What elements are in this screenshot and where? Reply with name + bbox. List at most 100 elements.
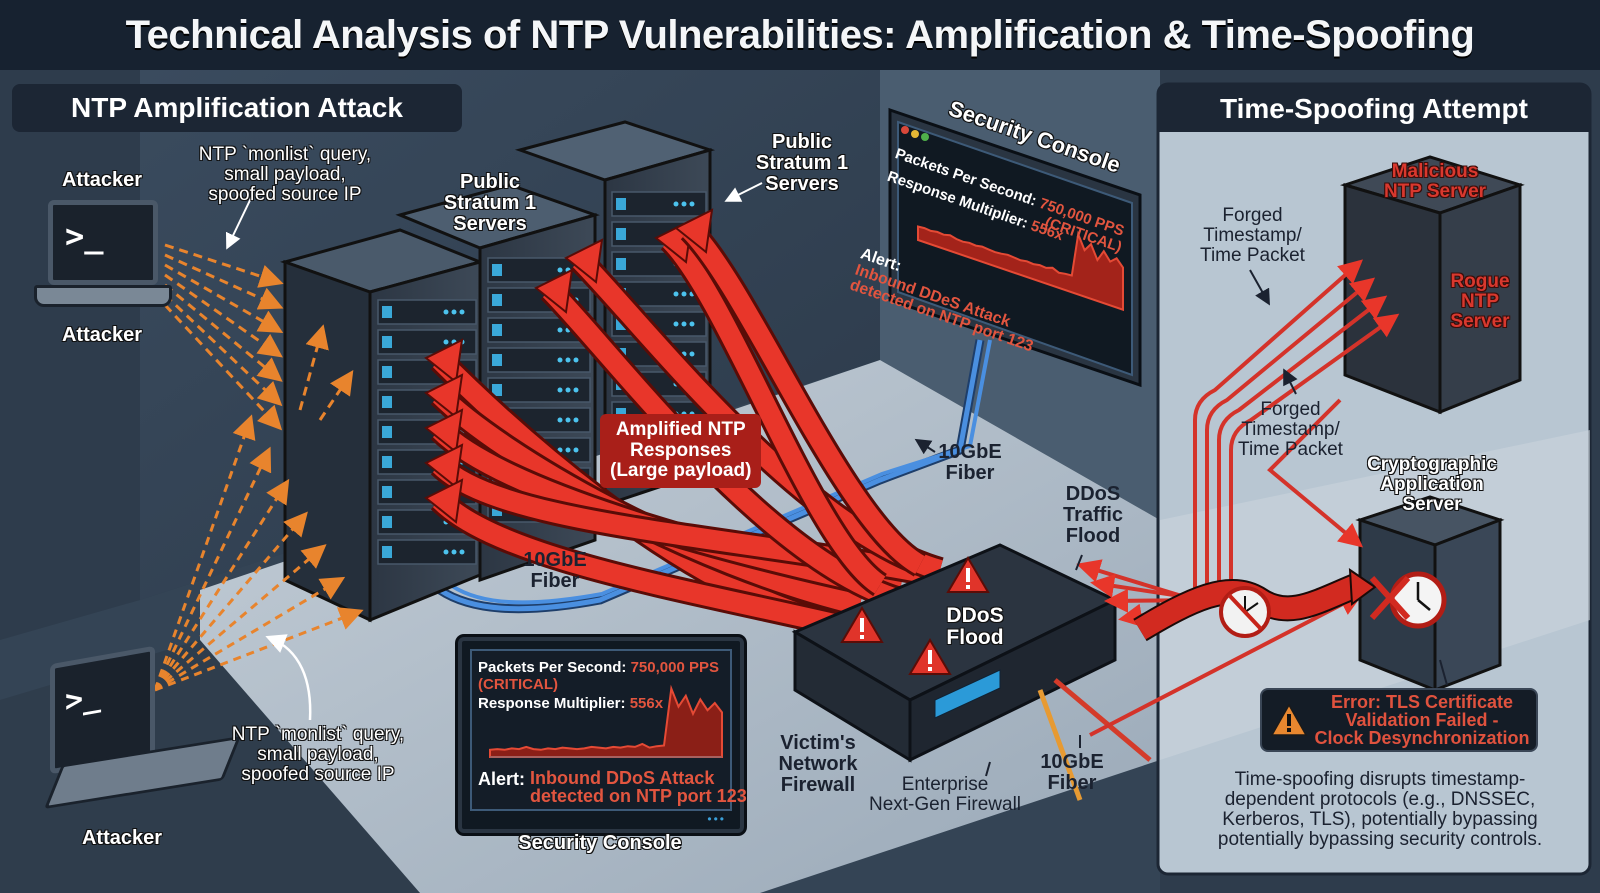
amplified-arrow bbox=[432, 492, 863, 640]
status-led bbox=[492, 264, 502, 276]
warning-glyph bbox=[966, 568, 970, 582]
status-led bbox=[673, 291, 679, 297]
title-bar: Technical Analysis of NTP Vulnerabilitie… bbox=[0, 0, 1600, 70]
warning-glyph bbox=[860, 635, 864, 639]
forged-line bbox=[1193, 259, 1363, 600]
security-console-wall-monitor bbox=[888, 107, 1142, 388]
firewall-lcd bbox=[934, 669, 1001, 719]
amplified-arrow bbox=[682, 222, 926, 574]
status-led bbox=[382, 546, 392, 558]
query-arrow bbox=[318, 370, 354, 421]
monlist-query-note-bottom: NTP `monlist` query, small payload, spoo… bbox=[231, 724, 405, 785]
alert-label-floor: Alert: bbox=[478, 769, 526, 789]
status-led bbox=[565, 357, 571, 363]
query-arrow bbox=[163, 303, 283, 431]
stratum-servers-label-1: Public Stratum 1 Servers bbox=[443, 171, 537, 235]
server-slot bbox=[487, 347, 591, 373]
query-arrow bbox=[164, 243, 284, 288]
status-led bbox=[492, 384, 502, 396]
status-led bbox=[451, 309, 457, 315]
status-led bbox=[565, 387, 571, 393]
status-led bbox=[557, 417, 563, 423]
victim-firewall bbox=[791, 543, 1152, 801]
status-led bbox=[382, 396, 392, 408]
status-led bbox=[681, 321, 687, 327]
status-led bbox=[459, 549, 465, 555]
query-arrow bbox=[153, 511, 308, 691]
security-console-title-floor: Security Console bbox=[518, 832, 682, 854]
warning-glyph bbox=[860, 618, 864, 632]
console-status-dots: ••• bbox=[707, 812, 726, 826]
query-arrow bbox=[164, 263, 284, 333]
traffic-spike-graph bbox=[489, 684, 723, 758]
arrowhead bbox=[564, 238, 604, 284]
fiber-cable bbox=[438, 339, 983, 612]
multiplier-line-floor: Response Multiplier: 556x bbox=[478, 695, 664, 712]
warning-glyph bbox=[928, 650, 932, 664]
query-arrow bbox=[164, 283, 283, 382]
terminal-prompt-icon: >_ bbox=[65, 217, 104, 255]
amplified-responses-label: Amplified NTP Responses (Large payload) bbox=[600, 414, 762, 488]
arrowhead bbox=[424, 373, 464, 419]
arrowhead bbox=[424, 478, 464, 524]
arrowhead bbox=[674, 208, 714, 254]
status-led bbox=[557, 327, 563, 333]
query-arrow bbox=[154, 576, 346, 692]
status-led bbox=[492, 354, 502, 366]
warning-icon bbox=[1270, 703, 1308, 736]
arrowhead bbox=[424, 408, 464, 454]
alert-text-floor: Inbound DDoS Attack detected on NTP port… bbox=[530, 768, 747, 806]
status-led bbox=[689, 201, 695, 207]
console-screen: Packets Per Second: 750,000 PPS (CRITICA… bbox=[470, 649, 747, 811]
time-spoofing-heading: Time-Spoofing Attempt bbox=[1160, 86, 1588, 132]
attacker-laptop-top: >_ bbox=[48, 200, 158, 285]
pps-status-floor: (CRITICAL) bbox=[478, 676, 558, 693]
floor bbox=[200, 360, 1160, 893]
status-led bbox=[557, 357, 563, 363]
status-led bbox=[382, 366, 392, 378]
forged-line bbox=[1089, 593, 1364, 737]
status-led bbox=[565, 447, 571, 453]
arrowhead bbox=[534, 268, 574, 314]
tls-error-box: Error: TLS Certificate Validation Failed… bbox=[1260, 688, 1538, 752]
query-arrow bbox=[163, 293, 283, 407]
monlist-query-note-top: NTP `monlist` query, small payload, spoo… bbox=[198, 144, 372, 205]
status-led bbox=[573, 357, 579, 363]
status-led bbox=[573, 447, 579, 453]
server-slot bbox=[377, 299, 477, 325]
time-spoofing-description: Time-spoofing disrupts timestamp- depend… bbox=[1217, 769, 1543, 850]
status-led bbox=[673, 201, 679, 207]
status-led bbox=[382, 306, 392, 318]
time-spoofing-heading-text: Time-Spoofing Attempt bbox=[1220, 93, 1528, 124]
status-led bbox=[565, 417, 571, 423]
status-led bbox=[616, 258, 626, 270]
status-led bbox=[573, 417, 579, 423]
query-arrows-bottom bbox=[153, 414, 364, 692]
forged-line bbox=[1229, 313, 1400, 600]
terminal-prompt-icon: >_ bbox=[65, 678, 102, 720]
security-console-floor: Packets Per Second: 750,000 PPS (CRITICA… bbox=[458, 637, 747, 833]
pointer-arrow bbox=[225, 195, 253, 250]
query-arrow bbox=[164, 253, 284, 310]
broken-clock-icon bbox=[1219, 586, 1271, 638]
warning-glyph bbox=[966, 585, 970, 589]
clock-error-icon bbox=[1369, 571, 1447, 629]
amplified-arrow bbox=[662, 232, 886, 594]
status-led bbox=[382, 486, 392, 498]
status-led bbox=[557, 267, 563, 273]
query-arrow bbox=[153, 414, 256, 691]
status-led bbox=[616, 228, 626, 240]
status-led bbox=[681, 291, 687, 297]
arrowhead bbox=[424, 338, 464, 384]
amplification-heading-text: NTP Amplification Attack bbox=[71, 92, 403, 123]
query-arrow bbox=[164, 273, 283, 358]
